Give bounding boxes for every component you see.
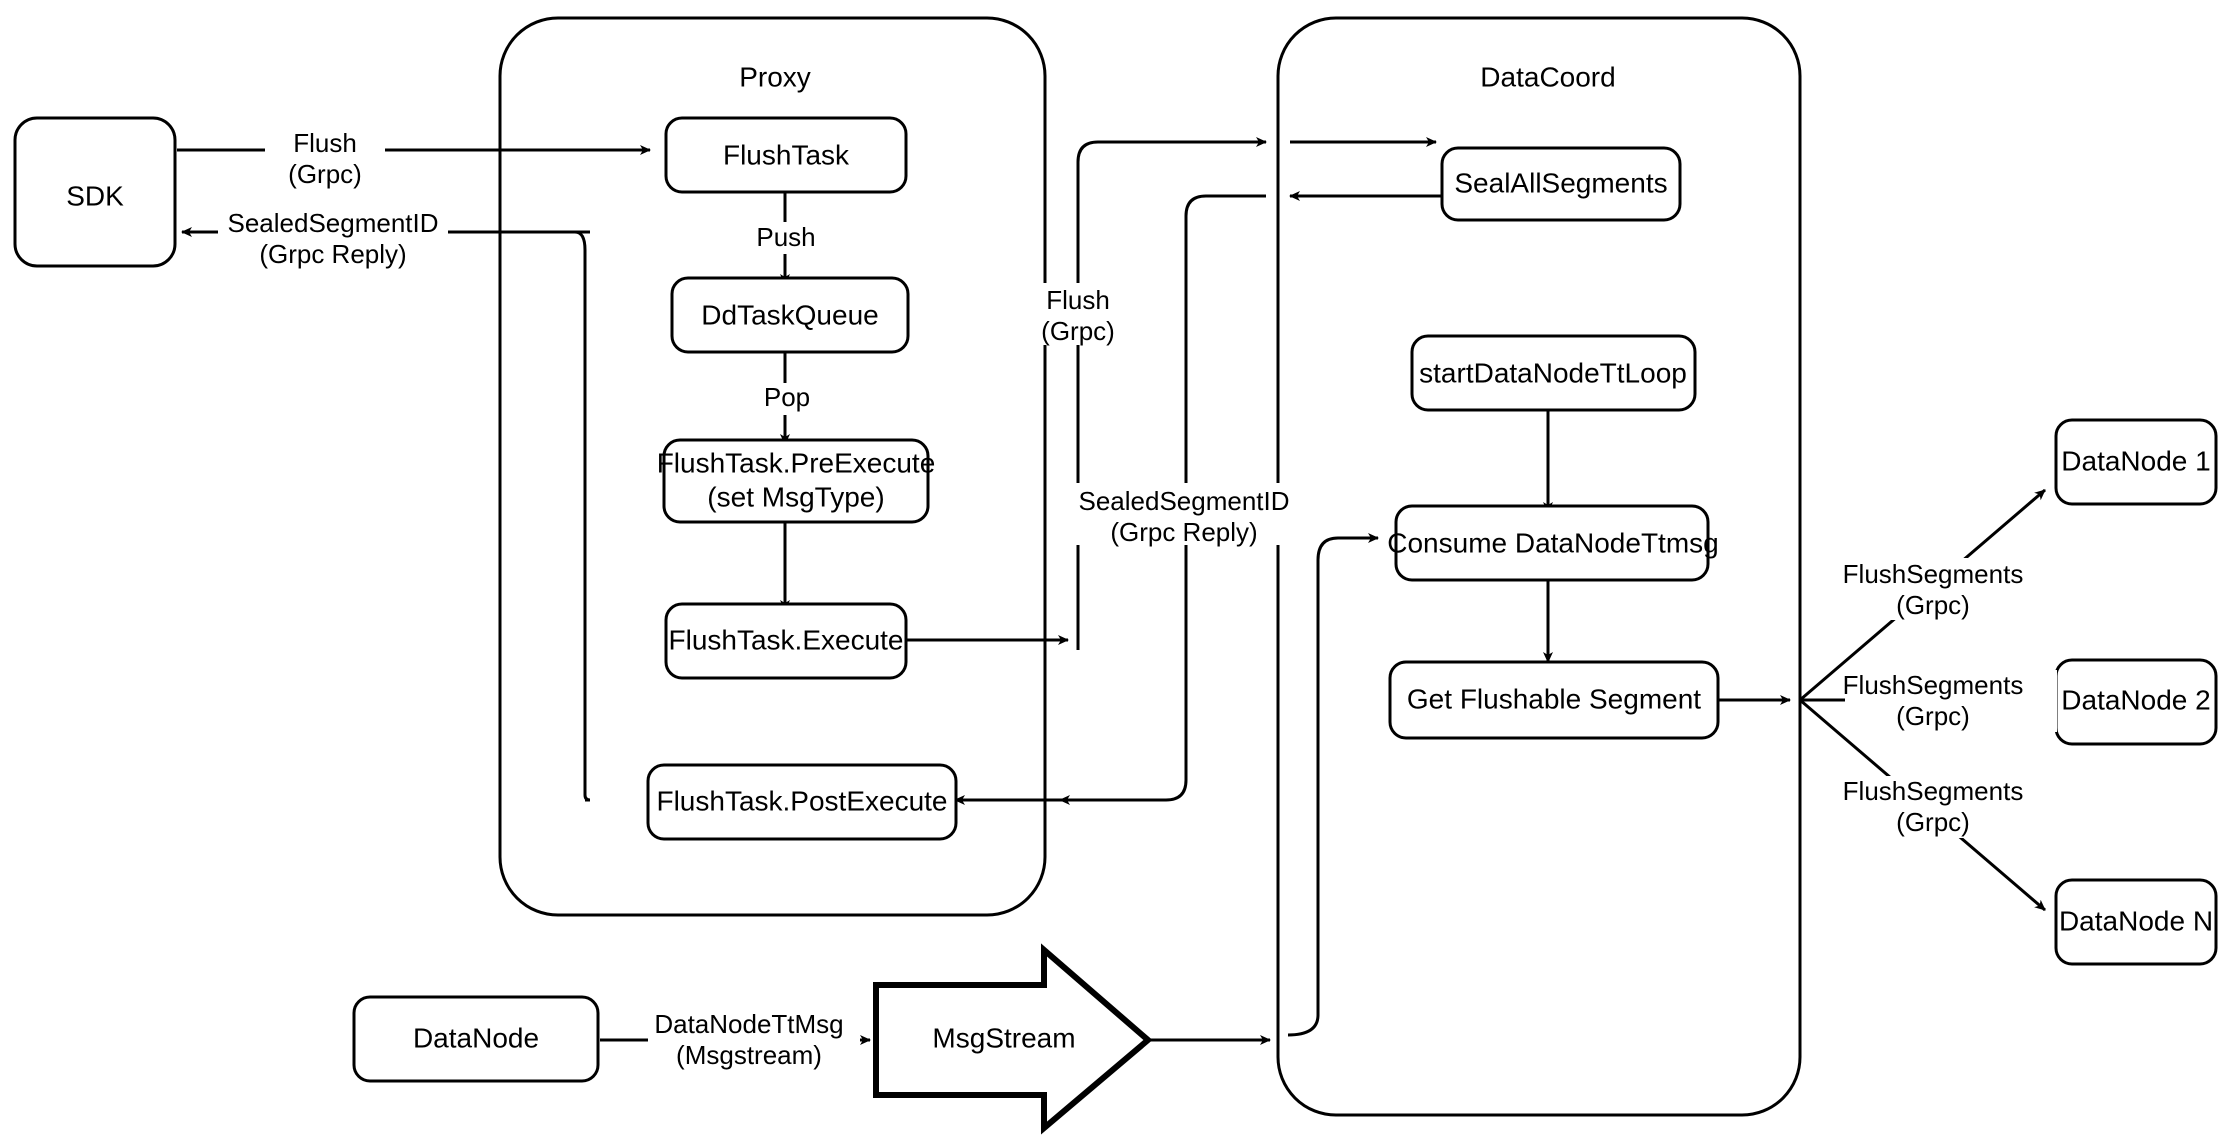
preexecute-label-line1: FlushTask.PreExecute	[657, 447, 936, 478]
flushsegmentsn-label-line2: (Grpc)	[1896, 807, 1970, 837]
sealallsegments-label: SealAllSegments	[1454, 167, 1667, 198]
node-postexecute[interactable]: FlushTask.PostExecute	[646, 763, 958, 841]
sdk-label: SDK	[66, 180, 124, 211]
node-consumedatanodettmsg[interactable]: Consume DataNodeTtmsg	[1387, 504, 1719, 582]
ddtaskqueue-box[interactable]	[670, 276, 910, 354]
node-startdatanodettloop[interactable]: startDataNodeTtLoop	[1410, 334, 1697, 412]
startdatanodettloop-label: startDataNodeTtLoop	[1419, 357, 1687, 388]
postexecute-label: FlushTask.PostExecute	[656, 785, 947, 816]
datacoord-title: DataCoord	[1480, 61, 1615, 92]
edge-label-proxy-to-sdk: SealedSegmentID (Grpc Reply)	[218, 206, 448, 269]
sealallsegments-box[interactable]	[1440, 146, 1682, 222]
postexecute-box[interactable]	[646, 763, 958, 841]
node-datanoden[interactable]: DataNode N	[2054, 878, 2218, 966]
msgstream-label: MsgStream	[932, 1022, 1075, 1053]
sdk-flush-label-line2: (Grpc)	[288, 159, 362, 189]
datanode-bottom-box[interactable]	[352, 995, 600, 1083]
edge-label-flushsegments-2: FlushSegments (Grpc)	[1843, 670, 2057, 732]
datanodettmsg-label-line1: DataNodeTtMsg	[654, 1009, 843, 1039]
execute-label: FlushTask.Execute	[669, 624, 904, 655]
startdatanodettloop-box[interactable]	[1410, 334, 1697, 412]
proxy-flush-label-line2: (Grpc)	[1041, 316, 1115, 346]
edge-label-flushsegments-1: FlushSegments (Grpc)	[1843, 558, 2057, 620]
consumedatanodettmsg-label: Consume DataNodeTtmsg	[1387, 527, 1718, 558]
flushsegments2-label-line2: (Grpc)	[1896, 701, 1970, 731]
consumedatanodettmsg-box[interactable]	[1394, 504, 1710, 582]
getflushablesegment-label: Get Flushable Segment	[1407, 683, 1701, 714]
datanode-bottom-label: DataNode	[413, 1022, 539, 1053]
flushsegments2-label-line1: FlushSegments	[1843, 670, 2024, 700]
flushsegmentsn-label-line1: FlushSegments	[1843, 776, 2024, 806]
sdk-reply-label-line1: SealedSegmentID	[227, 208, 438, 238]
preexecute-label-line2: (set MsgType)	[707, 481, 884, 512]
datanodettmsg-label-line2: (Msgstream)	[676, 1040, 822, 1070]
datanode1-box[interactable]	[2054, 418, 2218, 506]
flushsegments1-label-line1: FlushSegments	[1843, 559, 2024, 589]
node-sealallsegments[interactable]: SealAllSegments	[1440, 146, 1682, 222]
node-execute[interactable]: FlushTask.Execute	[664, 602, 908, 680]
node-flushtask[interactable]: FlushTask	[664, 116, 908, 194]
node-datanode-bottom[interactable]: DataNode	[352, 995, 600, 1083]
flushtask-label: FlushTask	[723, 139, 850, 170]
edge-label-push: Push	[745, 222, 827, 254]
edge-datacoord-tt-riser	[1287, 533, 1379, 1037]
proxy-flush-label-line1: Flush	[1046, 285, 1110, 315]
datanode2-label: DataNode 2	[2061, 684, 2210, 715]
datacoord-reply-label-line2: (Grpc Reply)	[1110, 517, 1257, 547]
datanoden-label: DataNode N	[2059, 905, 2213, 936]
sdk-flush-label-line1: Flush	[293, 128, 357, 158]
node-getflushablesegment[interactable]: Get Flushable Segment	[1388, 660, 1720, 740]
edge-label-datacoord-to-proxy: SealedSegmentID (Grpc Reply)	[1068, 483, 1300, 547]
push-label: Push	[756, 222, 815, 252]
edge-label-sdk-to-proxy: Flush (Grpc)	[265, 127, 385, 189]
sdk-reply-label-line2: (Grpc Reply)	[259, 239, 406, 269]
datacoord-reply-label-line1: SealedSegmentID	[1078, 486, 1289, 516]
edge-label-pop: Pop	[752, 382, 822, 415]
node-datanode2[interactable]: DataNode 2	[2054, 658, 2218, 746]
edge-label-datanodettmsg: DataNodeTtMsg (Msgstream)	[648, 1008, 860, 1070]
datanoden-box[interactable]	[2054, 878, 2218, 966]
flushtask-box[interactable]	[664, 116, 908, 194]
edge-label-flushsegments-n: FlushSegments (Grpc)	[1843, 776, 2057, 838]
getflushablesegment-box[interactable]	[1388, 660, 1720, 740]
edge-label-proxy-to-datacoord: Flush (Grpc)	[1022, 283, 1134, 346]
preexecute-box[interactable]	[662, 438, 930, 524]
ddtaskqueue-label: DdTaskQueue	[701, 299, 878, 330]
sdk-box[interactable]	[13, 116, 177, 268]
proxy-title: Proxy	[739, 61, 811, 92]
flushsegments1-label-line2: (Grpc)	[1896, 590, 1970, 620]
edge-proxy-to-datacoord-flush	[1076, 137, 1267, 650]
msgstream-arrow-shape[interactable]	[873, 943, 1153, 1135]
pop-label: Pop	[764, 382, 810, 412]
execute-box[interactable]	[664, 602, 908, 680]
datanode1-label: DataNode 1	[2061, 445, 2210, 476]
node-preexecute[interactable]: FlushTask.PreExecute (set MsgType)	[657, 438, 936, 524]
node-datanode1[interactable]: DataNode 1	[2054, 418, 2218, 506]
node-ddtaskqueue[interactable]: DdTaskQueue	[670, 276, 910, 354]
edge-postexecute-return-spine	[574, 230, 591, 802]
node-msgstream[interactable]: MsgStream	[873, 943, 1153, 1135]
node-sdk[interactable]: SDK	[13, 116, 177, 268]
